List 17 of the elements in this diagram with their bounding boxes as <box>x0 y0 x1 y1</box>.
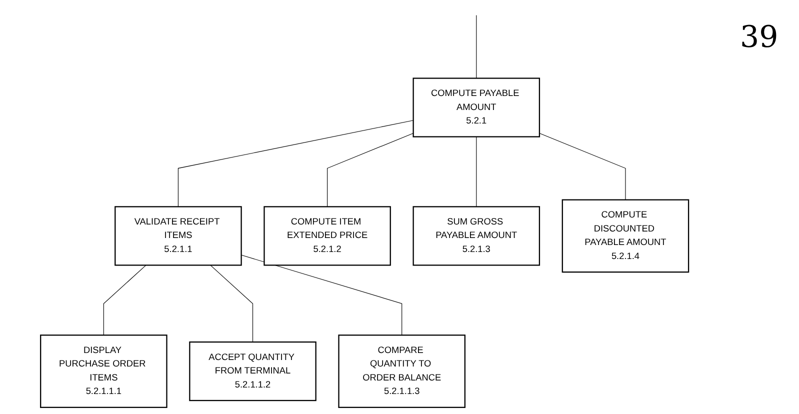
node-box: COMPARE QUANTITY TO ORDER BALANCE 5.2.1.1.3 <box>338 334 466 408</box>
connector <box>178 120 414 207</box>
node-box: COMPUTE DISCOUNTED PAYABLE AMOUNT 5.2.1.4 <box>562 199 690 273</box>
connector <box>327 132 414 207</box>
node-box: COMPUTE ITEM EXTENDED PRICE 5.2.1.2 <box>264 206 392 266</box>
connector <box>476 136 478 207</box>
page-number: 39 <box>740 20 778 55</box>
node-box: COMPUTE PAYABLE AMOUNT 5.2.1 <box>413 78 540 138</box>
node-box: VALIDATE RECEIPT ITEMS 5.2.1.1 <box>114 206 242 266</box>
node-box: SUM GROSS PAYABLE AMOUNT 5.2.1.3 <box>413 206 540 266</box>
connector <box>104 264 147 336</box>
connector <box>241 254 403 336</box>
connector <box>210 264 254 342</box>
node-box: ACCEPT QUANTITY FROM TERMINAL 5.2.1.1.2 <box>190 341 317 402</box>
node-box: DISPLAY PURCHASE ORDER ITEMS 5.2.1.1.1 <box>40 334 168 408</box>
connector <box>476 14 478 79</box>
connector <box>540 132 626 200</box>
